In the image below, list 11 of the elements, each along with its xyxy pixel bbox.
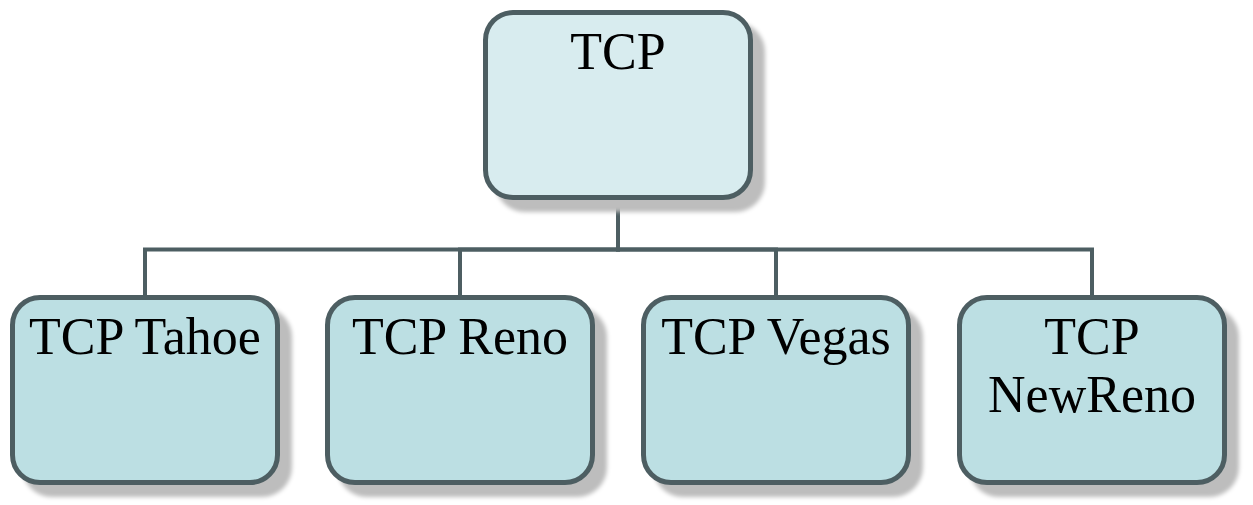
node-label: TCP Reno xyxy=(350,308,570,366)
rounded-box xyxy=(957,295,1227,485)
rounded-box xyxy=(641,295,911,485)
node-label: TCP Tahoe xyxy=(28,308,262,366)
connector-line xyxy=(616,200,1094,295)
node-label: TCP xyxy=(569,23,667,81)
node-label: TCP Vegas xyxy=(660,308,892,366)
rounded-box xyxy=(325,295,595,485)
node-label: TCP NewReno xyxy=(987,308,1197,424)
rounded-box xyxy=(483,10,753,200)
rounded-box xyxy=(10,295,280,485)
